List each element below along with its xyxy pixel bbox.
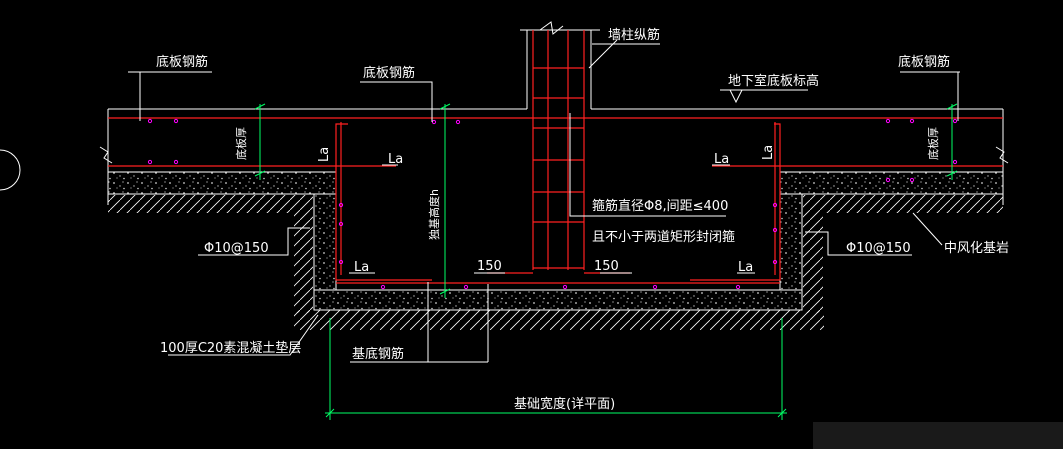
label-la-1: La bbox=[317, 147, 332, 162]
label-dim-150-left: 150 bbox=[477, 259, 502, 274]
label-base-bar: 基底钢筋 bbox=[352, 346, 404, 362]
label-slab-bar-right: 底板钢筋 bbox=[898, 54, 950, 70]
grip-points bbox=[147, 118, 958, 290]
earth-hatch bbox=[108, 195, 1003, 330]
label-la-4: La bbox=[761, 145, 776, 160]
label-la-2: La bbox=[388, 152, 403, 167]
dimension-lines bbox=[254, 103, 958, 420]
label-stirrup-note-2: 且不小于两道矩形封闭箍 bbox=[592, 229, 735, 245]
label-slab-thickness-right: 底板厚 bbox=[926, 127, 940, 160]
label-basement-floor-level: 地下室底板标高 bbox=[728, 73, 819, 89]
label-slab-bar-left: 底板钢筋 bbox=[156, 54, 208, 70]
slab-outline bbox=[99, 21, 1009, 205]
label-foundation-height: 独基高度h bbox=[427, 189, 441, 240]
label-la-5: La bbox=[354, 260, 369, 275]
label-slab-thickness-left: 底板厚 bbox=[234, 127, 248, 160]
label-rebar-left: Φ10@150 bbox=[204, 241, 269, 256]
label-weathered-rock: 中风化基岩 bbox=[944, 241, 1009, 256]
label-wall-column-bar: 墙柱纵筋 bbox=[608, 27, 660, 43]
label-slab-bar-mid: 底板钢筋 bbox=[363, 65, 415, 81]
status-corner bbox=[813, 422, 1063, 449]
label-la-3: La bbox=[714, 152, 729, 167]
rebar-lines bbox=[108, 30, 1003, 284]
label-foundation-width: 基础宽度(详平面) bbox=[514, 396, 615, 412]
label-rebar-right: Φ10@150 bbox=[846, 241, 911, 256]
concrete-cushion bbox=[107, 171, 1004, 311]
label-stirrup-note-1: 箍筋直径Φ8,间距≤400 bbox=[592, 198, 728, 214]
leader-lines bbox=[128, 39, 960, 363]
label-la-6: La bbox=[738, 260, 753, 275]
label-cushion: 100厚C20素混凝土垫层 bbox=[160, 340, 301, 356]
label-dim-150-right: 150 bbox=[594, 259, 619, 274]
edge-arc bbox=[0, 149, 21, 191]
